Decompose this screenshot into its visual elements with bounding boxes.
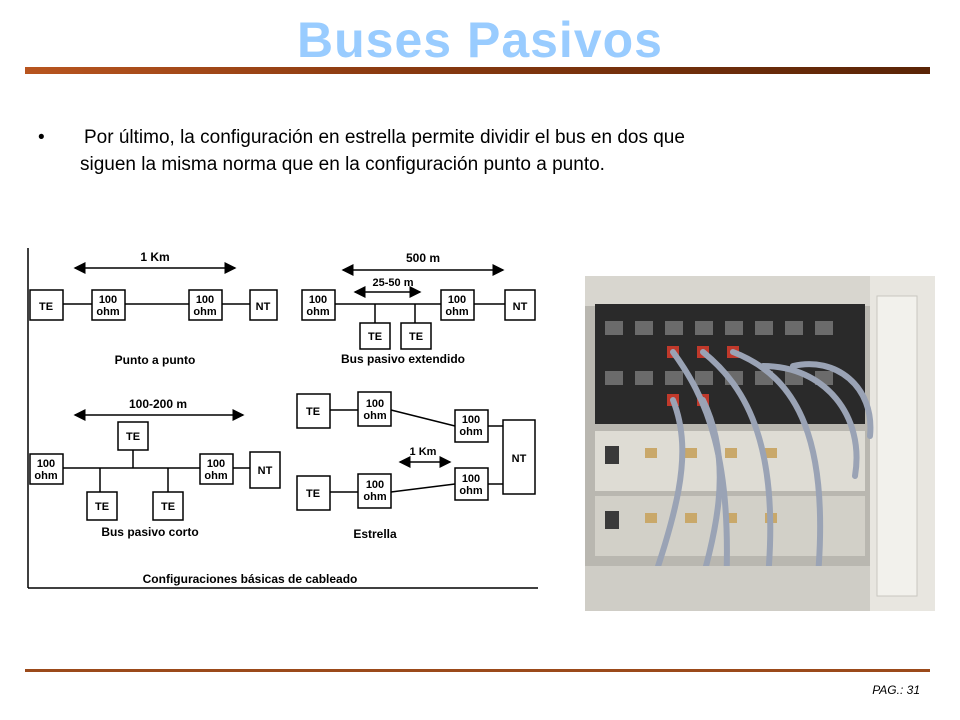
dist-1km-star-label: 1 Km: [410, 446, 437, 458]
resistor-unit: ohm: [34, 470, 57, 482]
page-number: PAG.: 31: [872, 683, 920, 697]
resistor-value: 100: [196, 294, 214, 306]
resistor-unit: ohm: [306, 306, 329, 318]
resistor-value: 100: [462, 414, 480, 426]
dist-25-50m-label: 25-50 m: [373, 277, 414, 289]
dist-500m-label: 500 m: [406, 251, 440, 265]
nt-box-label: NT: [256, 301, 271, 313]
te-box-label: TE: [126, 431, 140, 443]
resistor-unit: ohm: [96, 306, 119, 318]
footer-rule: [25, 669, 930, 672]
resistor-value: 100: [448, 294, 466, 306]
label-bus-corto: Bus pasivo corto: [101, 525, 198, 539]
bullet-text-line2: siguen la misma norma que en la configur…: [80, 154, 605, 175]
bullet-text-line1: Por último, la configuración en estrella…: [84, 127, 685, 148]
dist-100-200m-label: 100-200 m: [129, 397, 187, 411]
nt-box-label: NT: [513, 301, 528, 313]
resistor-value: 100: [37, 458, 55, 470]
te-box-label: TE: [161, 501, 175, 513]
bullet-paragraph: • Por último, la configuración en estrel…: [38, 124, 888, 178]
resistor-unit: ohm: [363, 491, 386, 503]
bullet-marker: •: [38, 127, 45, 148]
resistor-unit: ohm: [459, 485, 482, 497]
resistor-unit: ohm: [363, 410, 386, 422]
title-underline: [25, 67, 930, 74]
diagram-caption: Configuraciones básicas de cableado: [143, 572, 358, 586]
resistor-unit: ohm: [193, 306, 216, 318]
patch-panel-photo: [585, 276, 935, 611]
resistor-value: 100: [99, 294, 117, 306]
slide-title: Buses Pasivos: [297, 12, 663, 68]
nt-box-label: NT: [512, 453, 527, 465]
label-punto-a-punto: Punto a punto: [115, 353, 196, 367]
resistor-value: 100: [366, 398, 384, 410]
label-bus-extendido: Bus pasivo extendido: [341, 352, 465, 366]
resistor-unit: ohm: [445, 306, 468, 318]
te-box-label: TE: [306, 406, 320, 418]
label-estrella: Estrella: [353, 527, 397, 541]
dist-1km-label: 1 Km: [140, 250, 169, 264]
cabling-diagram: 1 Km TE 100 ohm 100 ohm NT Punto a punto…: [27, 248, 538, 589]
te-box-label: TE: [306, 488, 320, 500]
resistor-unit: ohm: [459, 426, 482, 438]
resistor-value: 100: [309, 294, 327, 306]
resistor-value: 100: [366, 479, 384, 491]
te-box-label: TE: [39, 301, 53, 313]
resistor-unit: ohm: [204, 470, 227, 482]
resistor-value: 100: [207, 458, 225, 470]
te-box-label: TE: [95, 501, 109, 513]
te-box-label: TE: [368, 331, 382, 343]
nt-box-label: NT: [258, 465, 273, 477]
te-box-label: TE: [409, 331, 423, 343]
resistor-value: 100: [462, 473, 480, 485]
